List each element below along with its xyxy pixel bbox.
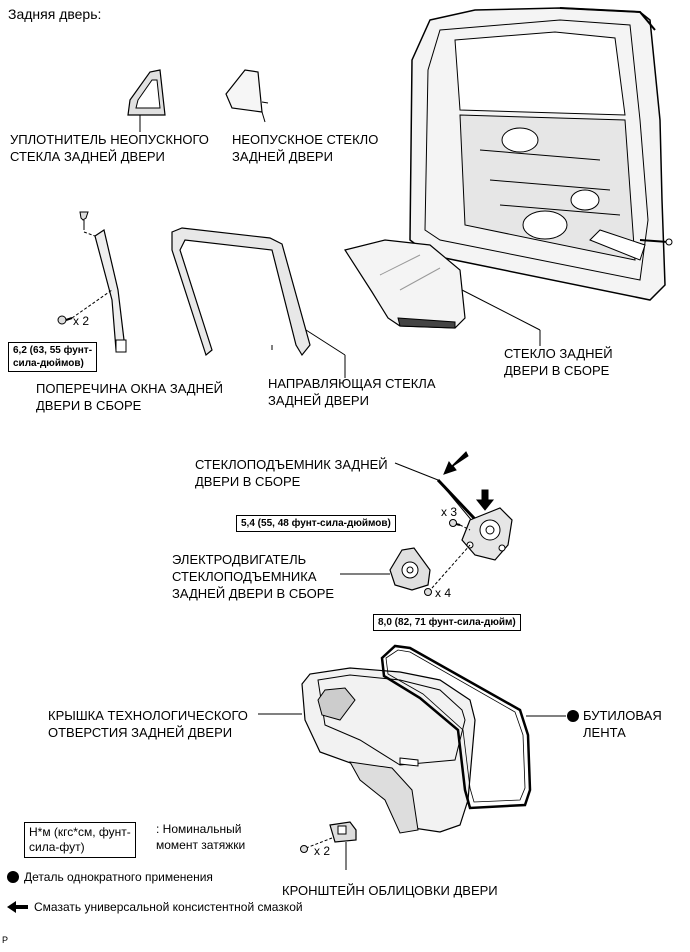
torque-regulator: 5,4 (55, 48 фунт-сила-дюймов) xyxy=(236,515,396,532)
legend-torque-box: Н*м (кгс*см, фунт- сила-фут) xyxy=(24,822,136,858)
screw-illustration xyxy=(79,211,96,237)
door-glass-illustration xyxy=(344,239,541,346)
label-butyl-1: БУТИЛОВАЯ xyxy=(583,708,662,723)
legend-grease: Смазать универсальной консистентной смаз… xyxy=(34,900,303,914)
legend-torque-desc-1: : Номинальный xyxy=(156,822,242,836)
torque-division-bar: 6,2 (63, 55 фунт- сила-дюймов) xyxy=(8,342,98,372)
division-bar-illustration xyxy=(71,229,127,353)
service-hole-cover-illustration xyxy=(258,667,476,834)
legend-nonreusable: Деталь однократного применения xyxy=(24,870,213,884)
label-door-glass-2: ДВЕРИ В СБОРЕ xyxy=(504,363,610,378)
torque-motor: 8,0 (82, 71 фунт-сила-дюйм) xyxy=(373,614,521,631)
bolt-motor xyxy=(424,588,432,596)
label-glass-run-2: ЗАДНЕЙ ДВЕРИ xyxy=(268,393,369,408)
label-motor-2: СТЕКЛОПОДЪЕМНИКА xyxy=(172,569,317,584)
count-division-bar: x 2 xyxy=(73,314,90,328)
grease-legend-icon xyxy=(7,901,28,913)
label-butyl-2: ЛЕНТА xyxy=(583,725,626,740)
label-regulator-1: СТЕКЛОПОДЪЕМНИК ЗАДНЕЙ xyxy=(195,457,388,472)
page-title: Задняя дверь: xyxy=(8,6,102,22)
label-hole-cover-2: ОТВЕРСТИЯ ЗАДНЕЙ ДВЕРИ xyxy=(48,725,233,740)
footer-code: P xyxy=(2,935,9,945)
count-regulator: x 3 xyxy=(441,505,458,519)
nonreusable-marker-icon xyxy=(567,710,579,722)
grease-arrow-icon xyxy=(443,451,495,511)
regulator-motor-illustration xyxy=(340,547,431,591)
label-motor-1: ЭЛЕКТРОДВИГАТЕЛЬ xyxy=(172,552,307,567)
window-regulator-illustration xyxy=(394,462,513,589)
legend-torque-box-line2: сила-фут) xyxy=(29,840,85,854)
count-motor: x 4 xyxy=(435,586,452,600)
label-hole-cover-1: КРЫШКА ТЕХНОЛОГИЧЕСКОГО xyxy=(48,708,248,723)
label-door-glass-1: СТЕКЛО ЗАДНЕЙ xyxy=(504,346,613,361)
fixed-glass-seal-illustration xyxy=(127,69,166,125)
label-division-bar-2: ДВЕРИ В СБОРЕ xyxy=(36,398,142,413)
door-trim-bracket-illustration xyxy=(305,821,357,870)
torque-division-bar-line1: 6,2 (63, 55 фунт- xyxy=(13,345,93,356)
door-panel-illustration xyxy=(409,7,673,301)
butyl-tape-illustration xyxy=(380,644,566,810)
bolt-division-bar xyxy=(57,315,73,325)
label-division-bar-1: ПОПЕРЕЧИНА ОКНА ЗАДНЕЙ xyxy=(36,381,224,396)
label-fixed-glass-1: НЕОПУСКНОЕ СТЕКЛО xyxy=(232,132,379,147)
label-fixed-glass-2: ЗАДНЕЙ ДВЕРИ xyxy=(232,149,333,164)
legend-torque-desc-2: момент затяжки xyxy=(156,838,246,852)
label-bracket: КРОНШТЕЙН ОБЛИЦОВКИ ДВЕРИ xyxy=(282,883,498,898)
label-glass-run-1: НАПРАВЛЯЮЩАЯ СТЕКЛА xyxy=(268,376,436,391)
bolt-regulator xyxy=(449,519,461,527)
bolt-bracket xyxy=(300,845,308,853)
nonreusable-legend-icon xyxy=(7,871,19,883)
legend-torque-box-line1: Н*м (кгс*см, фунт- xyxy=(29,825,131,839)
torque-division-bar-line2: сила-дюймов) xyxy=(13,358,84,369)
label-motor-3: ЗАДНЕЙ ДВЕРИ В СБОРЕ xyxy=(172,586,335,601)
glass-run-illustration xyxy=(171,227,346,378)
count-bracket: x 2 xyxy=(314,844,331,858)
label-fixed-seal-2: СТЕКЛА ЗАДНЕЙ ДВЕРИ xyxy=(10,149,165,164)
label-fixed-seal-1: УПЛОТНИТЕЛЬ НЕОПУСКНОГО xyxy=(10,132,209,147)
label-regulator-2: ДВЕРИ В СБОРЕ xyxy=(195,474,301,489)
fixed-glass-illustration xyxy=(225,69,269,123)
